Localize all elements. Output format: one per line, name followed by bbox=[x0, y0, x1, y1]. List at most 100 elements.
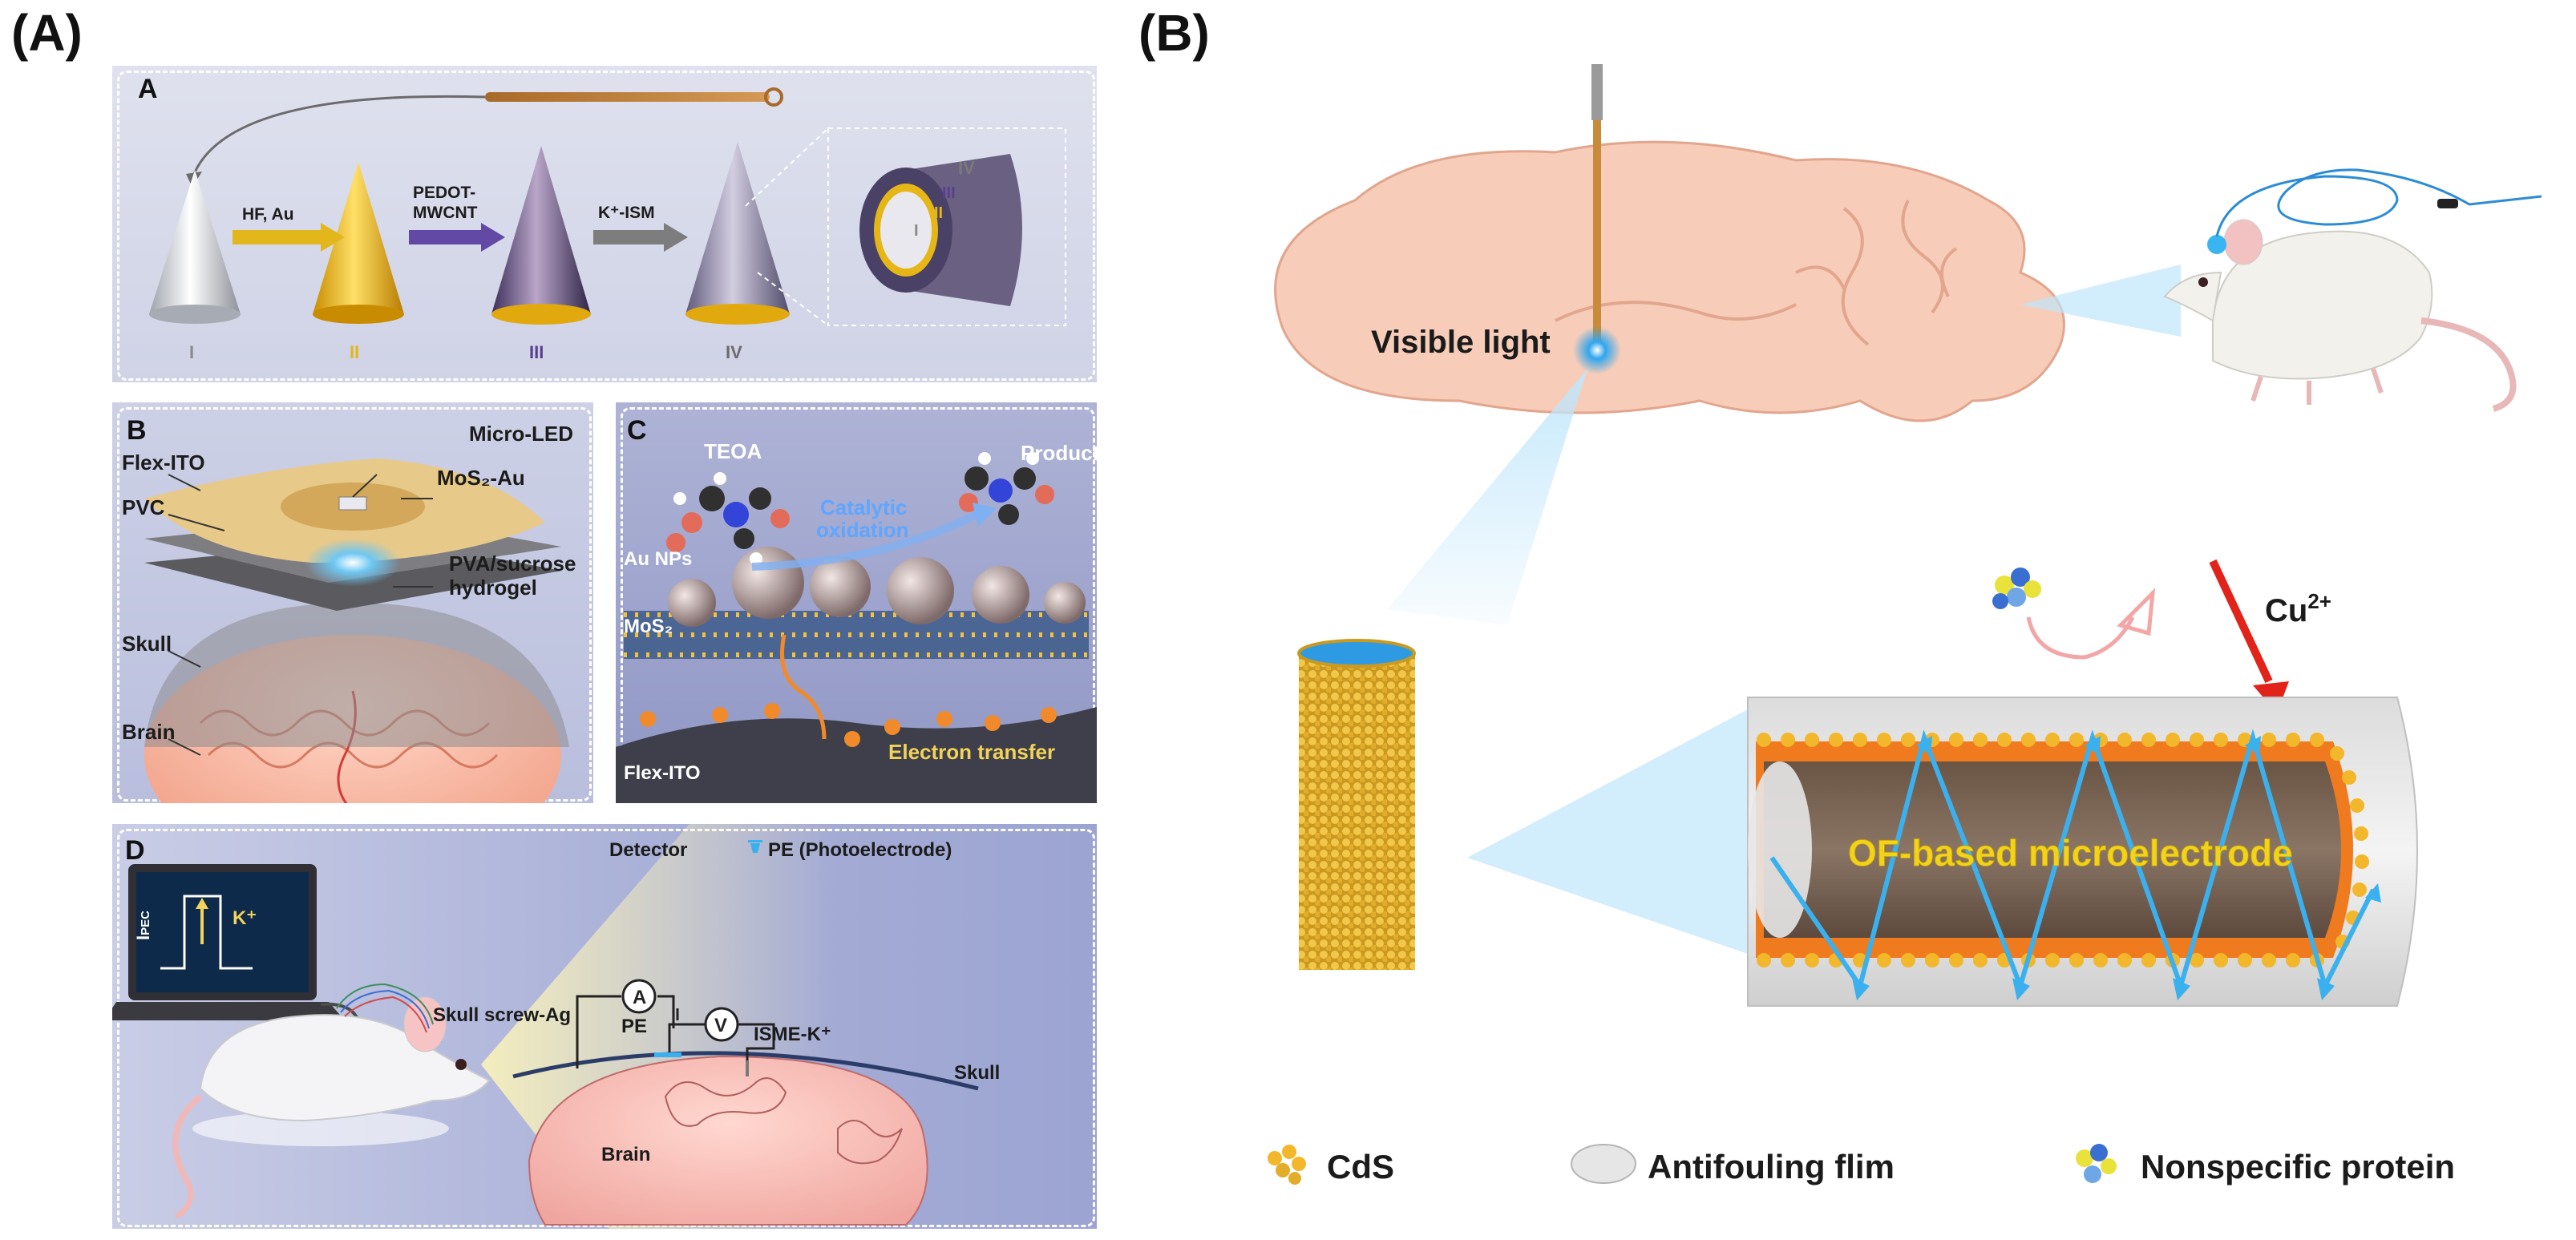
light-zigzag-path bbox=[1769, 729, 2376, 994]
wire-pointer-arrow bbox=[191, 95, 486, 179]
panel-d-border bbox=[117, 829, 1095, 1227]
legend-cds-label: CdS bbox=[1327, 1148, 1394, 1185]
arrowhead-icon bbox=[481, 223, 505, 252]
arrow-step-1 bbox=[233, 230, 321, 244]
label-brain-d: Brain bbox=[601, 1144, 650, 1165]
mouse-body bbox=[2212, 230, 2433, 380]
laptop-screen bbox=[136, 872, 309, 992]
tube-end-face bbox=[1748, 761, 1812, 938]
panel-b-tag: B bbox=[127, 415, 147, 446]
legend-cds-icon bbox=[1268, 1145, 1306, 1185]
cylinder-top-face bbox=[1297, 639, 1416, 668]
inset-box bbox=[827, 127, 1066, 326]
label-skull-d: Skull bbox=[954, 1062, 1000, 1084]
mouse-eye bbox=[455, 1059, 467, 1070]
panel-c-tag: C bbox=[627, 415, 647, 446]
arrow-step-2 bbox=[409, 230, 481, 244]
mouse-eye bbox=[2198, 277, 2208, 287]
skull-line bbox=[512, 1051, 979, 1091]
arrowhead-icon bbox=[196, 898, 208, 909]
repel-arrow bbox=[2026, 616, 2135, 660]
circuit-wire bbox=[668, 1023, 673, 1052]
beam-to-cylinder bbox=[1387, 369, 1587, 625]
label-flex-ito-c: Flex-ITO bbox=[624, 762, 701, 784]
label-electron-transfer: Electron transfer bbox=[888, 740, 1055, 764]
leader-line bbox=[168, 738, 201, 756]
step-text-pedot: PEDOT- bbox=[413, 184, 475, 202]
wire-green bbox=[336, 983, 434, 1025]
cone-base-1 bbox=[149, 305, 241, 324]
panel-b-drawing: Micro-LED Flex-ITO MoS₂-Au PVC PVA/sucro… bbox=[122, 422, 576, 803]
stage-label-2: II bbox=[350, 342, 359, 362]
leader-line bbox=[168, 650, 201, 668]
mouse-ear bbox=[2223, 219, 2263, 265]
label-teoa: TEOA bbox=[704, 439, 762, 463]
cone-base-3 bbox=[491, 304, 591, 325]
legend-antifouling-label: Antifouling flim bbox=[1648, 1148, 1895, 1185]
panel-c-drawing: TEOA Product Catalytic oxidation Au NPs … bbox=[616, 439, 1097, 803]
cone-stage-1 bbox=[149, 170, 241, 314]
inset-label-ii: II bbox=[934, 204, 943, 222]
mouse-feet bbox=[2250, 368, 2384, 405]
wire-loop-end bbox=[764, 87, 783, 107]
fiber-ferrule bbox=[1591, 64, 1603, 120]
arrowhead-icon bbox=[2117, 588, 2156, 636]
fiber-connector bbox=[2437, 199, 2458, 208]
electrode-label: OF-based microelectrode bbox=[1848, 832, 2293, 874]
au-nanoparticle bbox=[732, 547, 804, 619]
label-brain: Brain bbox=[122, 720, 175, 744]
cerebellum-folds bbox=[1795, 200, 1958, 346]
label-mos2: MoS₂ bbox=[624, 616, 673, 637]
cone-base-4 bbox=[685, 304, 790, 325]
step-text-k-ism: K⁺-ISM bbox=[598, 204, 655, 222]
light-arrowheads bbox=[1852, 736, 2381, 1000]
arrowhead-icon bbox=[321, 223, 345, 252]
cds-particle-row-top bbox=[1757, 733, 2324, 747]
label-pva-sucrose: PVA/sucrose bbox=[449, 551, 576, 576]
cds-particle-row-end bbox=[2330, 746, 2369, 949]
leader-line bbox=[352, 474, 378, 498]
cone-stage-4 bbox=[685, 142, 790, 314]
ammeter-letter: A bbox=[633, 987, 646, 1008]
product-molecule bbox=[959, 452, 1054, 525]
electron-set bbox=[640, 703, 1057, 747]
au-nanoparticle bbox=[972, 566, 1029, 624]
beam-to-tube bbox=[1467, 709, 1748, 954]
voltmeter-letter: V bbox=[714, 1015, 727, 1036]
label-detector: Detector bbox=[609, 839, 687, 861]
label-mos2-au: MoS₂-Au bbox=[437, 466, 525, 490]
label-flex-ito: Flex-ITO bbox=[122, 450, 205, 475]
arrowhead-icon bbox=[973, 503, 997, 527]
inset-guide-top bbox=[745, 127, 829, 207]
led-glow bbox=[305, 539, 401, 587]
circuit-wire bbox=[657, 995, 706, 1026]
label-pe-photoelectrode: PE (Photoelectrode) bbox=[768, 839, 952, 861]
cerebellum-outline bbox=[837, 1120, 903, 1165]
pec-signal-trace bbox=[160, 895, 253, 970]
label-au-nps: Au NPs bbox=[624, 548, 692, 570]
step-text-hf-au: HF, Au bbox=[242, 205, 294, 224]
arrowhead-icon bbox=[664, 223, 688, 252]
inset-label-i: I bbox=[914, 222, 919, 240]
label-micro-led: Micro-LED bbox=[469, 422, 573, 446]
legend-antifouling-icon bbox=[1571, 1144, 1636, 1184]
label-pe: PE bbox=[621, 1016, 647, 1037]
wire-electrode bbox=[485, 92, 770, 102]
au-nanoparticle bbox=[668, 579, 716, 627]
circuit-wire bbox=[576, 995, 621, 1068]
label-oxidation: oxidation bbox=[816, 518, 909, 542]
label-product: Product bbox=[1021, 441, 1097, 465]
arrow-step-3 bbox=[593, 230, 664, 244]
laptop-base bbox=[112, 1002, 345, 1020]
label-hydrogel: hydrogel bbox=[449, 576, 537, 600]
label-skull: Skull bbox=[122, 632, 172, 656]
label-catalytic: Catalytic bbox=[820, 495, 907, 519]
leader-line bbox=[168, 474, 201, 491]
figure-b-tag: (B) bbox=[1138, 4, 1210, 62]
fiber-cable bbox=[2215, 168, 2542, 237]
wire-red bbox=[344, 996, 427, 1033]
mouse-tail bbox=[2420, 317, 2517, 412]
figure-b-drawing: Cu2+ OF-based microelectrode Visible lig… bbox=[1268, 64, 2542, 1185]
cone-stage-3 bbox=[491, 146, 591, 314]
cu-ion-arrow bbox=[2209, 559, 2273, 684]
